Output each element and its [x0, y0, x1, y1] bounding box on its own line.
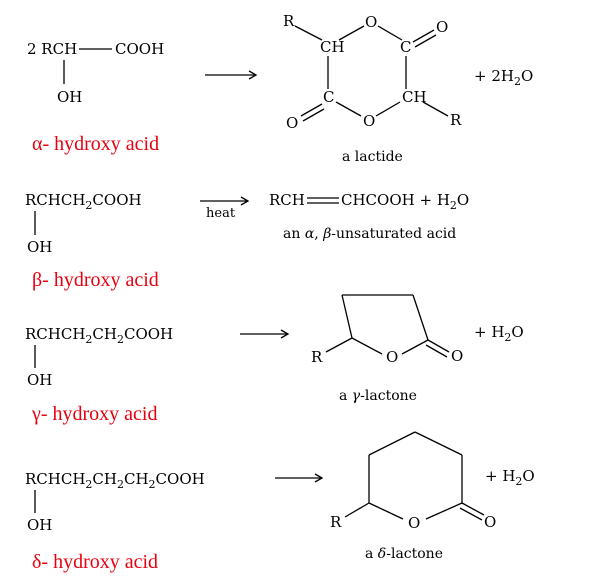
beta-product: CHCOOH + H2O — [341, 191, 469, 212]
gamma-lactone-r: R — [311, 348, 323, 366]
gamma-lactone-o-dbl: O — [451, 347, 463, 365]
beta-hydroxy-acid-label: β- hydroxy acid — [32, 269, 159, 291]
lactide-c-top: C — [400, 38, 411, 56]
svg-text:2 RCH: 2 RCH — [27, 40, 77, 58]
gamma-reactant: RCHCH2CH2COOH — [25, 325, 173, 346]
lactide-name: a lactide — [342, 149, 403, 165]
delta-lactone-name: a δ-lactone — [365, 546, 443, 562]
lactide-c-bottom: C — [323, 88, 334, 106]
beta-reactant: RCHCH2COOH — [25, 191, 142, 212]
gamma-byproduct: + H2O — [474, 323, 524, 344]
delta-lactone-o-ring: O — [408, 514, 420, 532]
beta-arrow-head — [240, 196, 250, 206]
delta-oh: OH — [27, 516, 52, 534]
alpha-oh: OH — [57, 88, 82, 106]
beta-product-pre: RCH — [269, 191, 305, 209]
delta-lactone-o-dbl: O — [484, 513, 496, 531]
lactide-o-bottom: O — [363, 112, 375, 130]
reaction-delta: RCHCH2CH2CH2COOH OH δ- hydroxy acid O O … — [25, 431, 535, 573]
lactide-ch-bottom: CH — [402, 88, 427, 106]
beta-product-name: an α, β-unsaturated acid — [283, 226, 456, 242]
delta-byproduct: + H2O — [485, 467, 535, 488]
alpha-hydroxy-acid-label: α- hydroxy acid — [32, 133, 159, 155]
gamma-lactone-name: a γ-lactone — [339, 388, 417, 404]
delta-lactone-r: R — [330, 513, 342, 531]
delta-hydroxy-acid-label: δ- hydroxy acid — [32, 551, 158, 573]
delta-reactant: RCHCH2CH2CH2COOH — [25, 470, 205, 491]
beta-oh: OH — [27, 238, 52, 256]
gamma-arrow-head — [280, 329, 290, 339]
gamma-hydroxy-acid-label: γ- hydroxy acid — [31, 403, 157, 425]
gamma-lactone-o-ring: O — [386, 348, 398, 366]
lactide-r-top: R — [283, 12, 295, 30]
reaction-gamma: RCHCH2CH2COOH OH γ- hydroxy acid O O R +… — [25, 294, 524, 425]
lactide-o-dbl-bottom: O — [286, 114, 298, 132]
reaction-beta: RCHCH2COOH OH β- hydroxy acid heat RCH C… — [25, 191, 469, 291]
reaction-alpha: 2 RCH COOH OH α- hydroxy acid R CH O C O… — [27, 12, 533, 165]
lactide-o-top: O — [365, 13, 377, 31]
alpha-byproduct: + 2H2O — [474, 67, 533, 88]
delta-arrow-head — [314, 473, 324, 483]
gamma-oh: OH — [27, 371, 52, 389]
lactide-o-dbl-top: O — [436, 18, 448, 36]
beta-condition-heat: heat — [206, 206, 236, 221]
alpha-reactant-pre: 2 RCH — [27, 40, 77, 58]
alpha-reactant-post: COOH — [115, 40, 164, 58]
alpha-arrow-head — [248, 70, 258, 80]
lactide-ch-top: CH — [320, 38, 345, 56]
lactide-r-bottom: R — [450, 111, 462, 129]
